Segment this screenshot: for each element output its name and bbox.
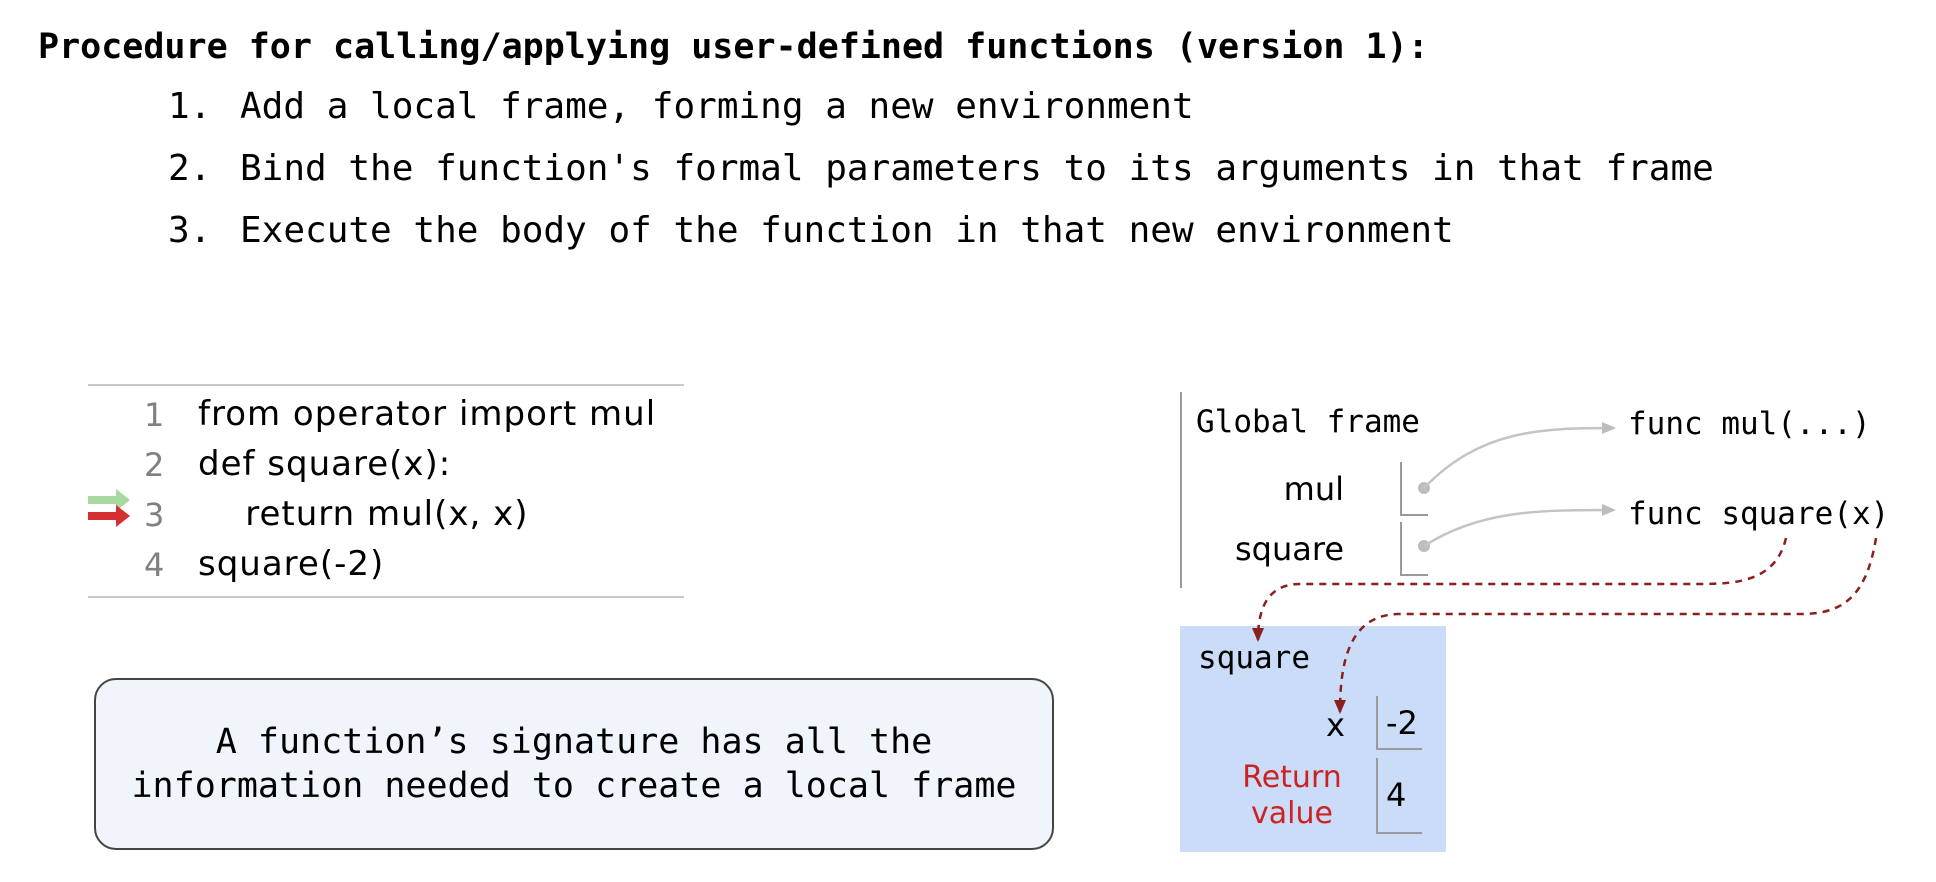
code-text: def square(x): <box>198 444 452 484</box>
code-text: return mul(x, x) <box>198 494 529 534</box>
return-value-label: Return value <box>1230 760 1354 832</box>
mul-pointer-arrow <box>1423 422 1616 489</box>
code-text: from operator import mul <box>198 394 657 434</box>
mul-slot <box>1400 462 1428 516</box>
return-label-line-2: value <box>1251 796 1333 831</box>
line-number: 3 <box>144 496 165 534</box>
note-line-1: A function’s signature has all the <box>215 722 933 762</box>
code-line-4: 4 square(-2) <box>88 538 684 588</box>
local-var-x: x <box>1326 706 1345 744</box>
step-text: Bind the function's formal parameters to… <box>240 148 1714 189</box>
x-slot <box>1376 696 1422 750</box>
parent-frame-arrow <box>1252 537 1788 642</box>
code-line-2: 2 def square(x): <box>88 438 684 488</box>
step-2: 2. Bind the function's formal parameters … <box>168 148 1714 210</box>
func-mul-object: func mul(...) <box>1628 406 1871 442</box>
return-value: 4 <box>1386 776 1407 814</box>
global-frame-title: Global frame <box>1196 404 1420 440</box>
x-value: -2 <box>1386 704 1418 742</box>
procedure-heading: Procedure for calling/applying user-defi… <box>38 27 1429 67</box>
procedure-steps: 1. Add a local frame, forming a new envir… <box>168 86 1714 272</box>
step-number: 1. <box>168 86 212 127</box>
line-number: 4 <box>144 546 165 584</box>
signature-note: A function’s signature has all the infor… <box>94 678 1054 850</box>
prev-line-arrow-icon <box>88 489 130 511</box>
line-number: 1 <box>144 396 165 434</box>
code-line-1: 1 from operator import mul <box>88 388 684 438</box>
global-var-square: square <box>1234 530 1344 568</box>
code-line-3: 3 return mul(x, x) <box>88 488 684 538</box>
step-1: 1. Add a local frame, forming a new envir… <box>168 86 1714 148</box>
local-frame-square: square x -2 Return value 4 <box>1180 626 1446 852</box>
execution-arrows <box>88 489 130 527</box>
global-var-mul: mul <box>1283 470 1344 508</box>
step-number: 2. <box>168 148 212 189</box>
line-number: 2 <box>144 446 165 484</box>
note-line-2: information needed to create a local fra… <box>131 766 1017 806</box>
step-text: Execute the body of the function in that… <box>240 210 1454 251</box>
local-frame-title: square <box>1198 640 1310 676</box>
code-text: square(-2) <box>198 544 385 584</box>
signature-binding-arrow <box>1334 537 1878 714</box>
square-pointer-arrow <box>1423 504 1616 548</box>
func-square-object: func square(x) <box>1628 496 1890 532</box>
return-slot <box>1376 758 1422 834</box>
square-slot <box>1400 522 1428 576</box>
return-label-line-1: Return <box>1242 760 1342 795</box>
step-number: 3. <box>168 210 212 251</box>
next-line-arrow-icon <box>88 505 130 527</box>
code-listing: 1 from operator import mul 2 def square(… <box>88 384 684 598</box>
step-text: Add a local frame, forming a new environ… <box>240 86 1194 127</box>
global-frame-border <box>1180 392 1186 588</box>
step-3: 3. Execute the body of the function in th… <box>168 210 1714 272</box>
